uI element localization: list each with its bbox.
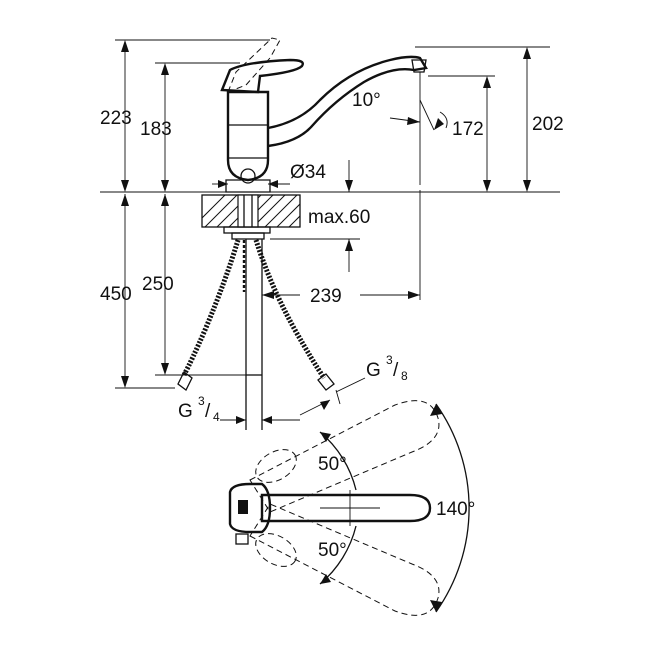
- lever-cap: [238, 500, 248, 514]
- label-spout-reach: 239: [310, 286, 342, 307]
- label-shank-length: 250: [142, 274, 174, 295]
- base-screw: [240, 168, 256, 184]
- hoses-and-shank: [177, 239, 335, 430]
- label-shank-thread: G 3 / 4: [178, 394, 220, 424]
- label-max-counter-thickness: max.60: [308, 207, 370, 228]
- dimension-labels: 223 183 202 172 10° Ø34 max.60 239 450 2…: [100, 90, 564, 561]
- fixing-plate: [223, 226, 271, 234]
- faucet-top-view: [228, 400, 470, 616]
- lever-handle: [220, 58, 304, 94]
- spout-angle-marker: [389, 99, 448, 131]
- left-hose: [181, 239, 241, 377]
- label-hose-connection: G 3 / 8: [366, 353, 408, 383]
- svg-text:3: 3: [198, 394, 205, 408]
- countertop-section: [201, 194, 301, 240]
- svg-text:/: /: [205, 401, 211, 422]
- svg-text:3: 3: [386, 353, 393, 367]
- faucet-side-view: [220, 37, 428, 193]
- label-hose-length: 450: [100, 284, 132, 305]
- label-lever-height: 183: [140, 119, 172, 140]
- reference-lines: [100, 39, 560, 389]
- aerator: [411, 59, 427, 73]
- label-swivel-angle-bottom: 50°: [318, 540, 347, 561]
- right-hose-nut: [317, 373, 335, 391]
- lever-raised-ghost: [227, 37, 281, 93]
- svg-text:G: G: [178, 401, 193, 422]
- spout-top-view: [260, 493, 432, 523]
- label-swivel-angle-top: 50°: [318, 454, 347, 475]
- vertical-dimensions: [121, 40, 531, 388]
- label-swivel-angle-total: 140°: [436, 499, 475, 520]
- spout: [267, 55, 428, 148]
- cartridge-indicator: [235, 533, 249, 545]
- swivel-arc: [435, 403, 470, 613]
- body-top-view: [228, 482, 272, 534]
- label-spout-height: 202: [532, 114, 564, 135]
- label-spout-clearance: 172: [452, 119, 484, 140]
- svg-text:G: G: [366, 360, 381, 381]
- svg-text:8: 8: [401, 369, 408, 383]
- svg-text:4: 4: [213, 410, 220, 424]
- spout-ghost-top: [249, 400, 440, 513]
- shank-through-hole: [237, 194, 259, 228]
- base-ring: [225, 179, 271, 193]
- horizontal-dimensions: [212, 180, 421, 424]
- right-hose: [253, 239, 327, 380]
- label-overall-height: 223: [100, 108, 132, 129]
- faucet-body: [226, 90, 270, 182]
- spout-ghost-bottom: [249, 503, 440, 616]
- label-body-diameter: Ø34: [290, 162, 326, 183]
- left-hose-nut: [177, 371, 193, 391]
- label-spout-angle: 10°: [352, 90, 381, 111]
- fixing-nut: [231, 232, 265, 240]
- svg-text:/: /: [393, 360, 399, 381]
